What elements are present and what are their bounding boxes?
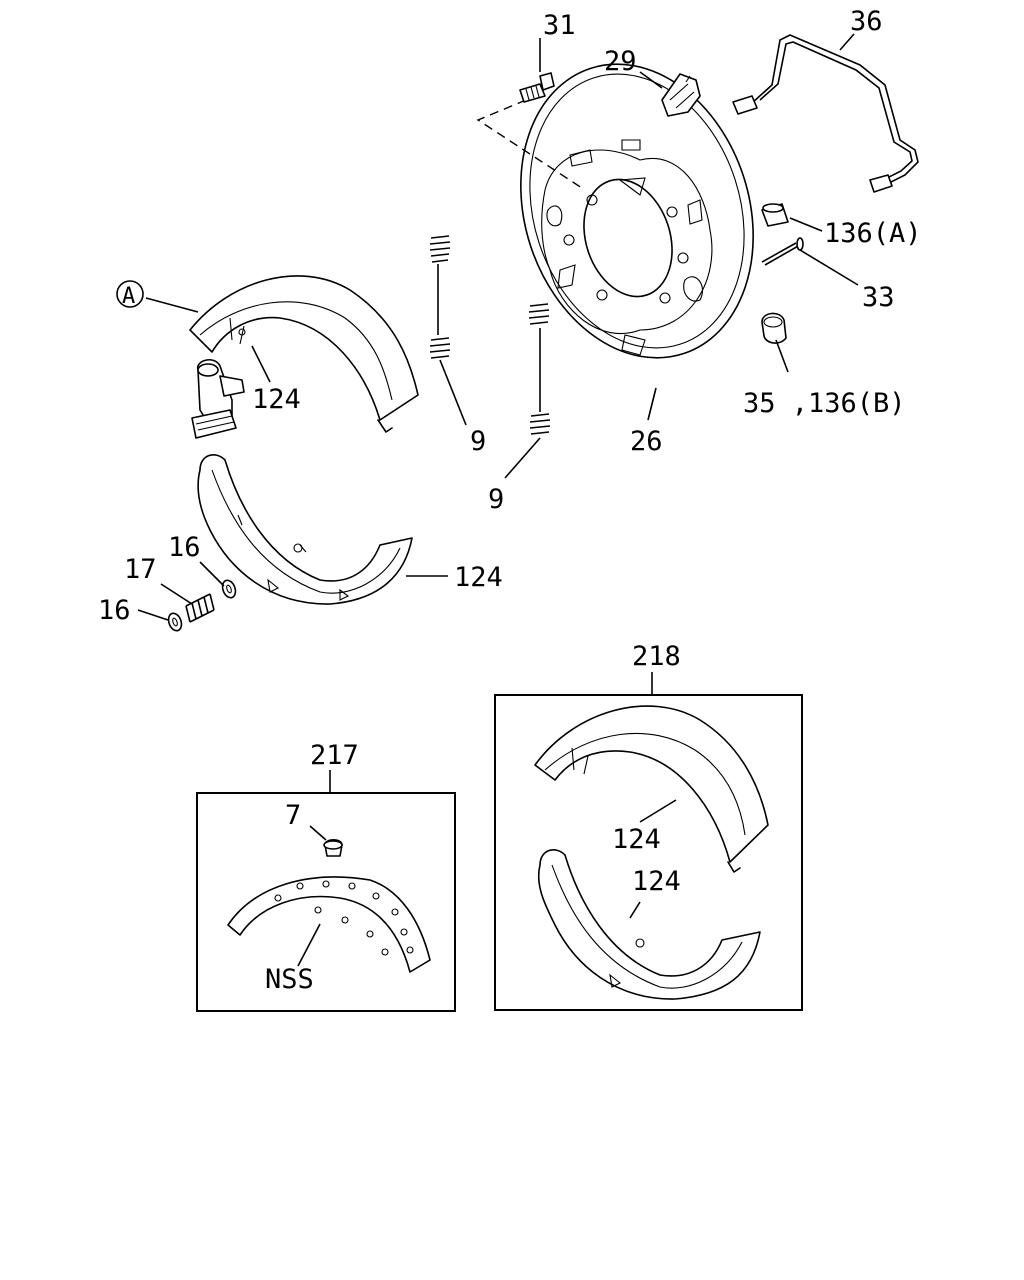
bracket-29 bbox=[661, 73, 701, 117]
label-36: 36 bbox=[850, 6, 883, 37]
callout-a-circle bbox=[116, 280, 144, 308]
bolt-31-dashed-leader bbox=[476, 99, 586, 191]
label-124-kit-upper: 124 bbox=[612, 824, 661, 855]
label-218: 218 bbox=[632, 641, 681, 672]
label-29: 29 bbox=[604, 46, 637, 77]
adjusting-spring-17 bbox=[185, 593, 215, 623]
label-16-lower: 16 bbox=[98, 595, 131, 626]
brake-pipe-36 bbox=[732, 34, 919, 193]
pin-33 bbox=[761, 237, 804, 266]
bolt-31 bbox=[519, 72, 555, 103]
label-26: 26 bbox=[630, 426, 663, 457]
label-7: 7 bbox=[285, 800, 301, 831]
label-9-lower: 9 bbox=[488, 484, 504, 515]
return-spring-9-lower bbox=[528, 303, 551, 435]
washer-16-lower bbox=[167, 612, 183, 632]
label-nss: NSS bbox=[265, 964, 314, 995]
label-124-kit-lower: 124 bbox=[632, 866, 681, 897]
brake-shoe-124-lower bbox=[197, 454, 413, 605]
label-31: 31 bbox=[543, 10, 576, 41]
callout-a-letter: A bbox=[122, 284, 135, 309]
label-9-upper: 9 bbox=[470, 426, 486, 457]
brake-shoe-124-upper bbox=[189, 275, 419, 433]
plug-136a bbox=[761, 203, 789, 227]
label-16-upper: 16 bbox=[168, 532, 201, 563]
label-17: 17 bbox=[124, 554, 157, 585]
return-spring-9-upper bbox=[429, 235, 451, 359]
label-136a: 136(A) bbox=[824, 218, 922, 249]
label-124-lower-shoe: 124 bbox=[454, 562, 503, 593]
leader-lines bbox=[137, 33, 859, 621]
label-35-136b: 35 ,136(B) bbox=[743, 388, 906, 419]
grommet-35 bbox=[761, 312, 787, 344]
washer-16-upper bbox=[221, 579, 237, 599]
label-124-upper-shoe: 124 bbox=[252, 384, 301, 415]
label-217: 217 bbox=[310, 740, 359, 771]
label-33: 33 bbox=[862, 282, 895, 313]
lining-kit-217 bbox=[196, 770, 456, 1012]
adjuster-assembly-a bbox=[191, 358, 245, 439]
shoe-kit-218 bbox=[494, 672, 803, 1011]
backing-plate-26 bbox=[520, 63, 754, 359]
